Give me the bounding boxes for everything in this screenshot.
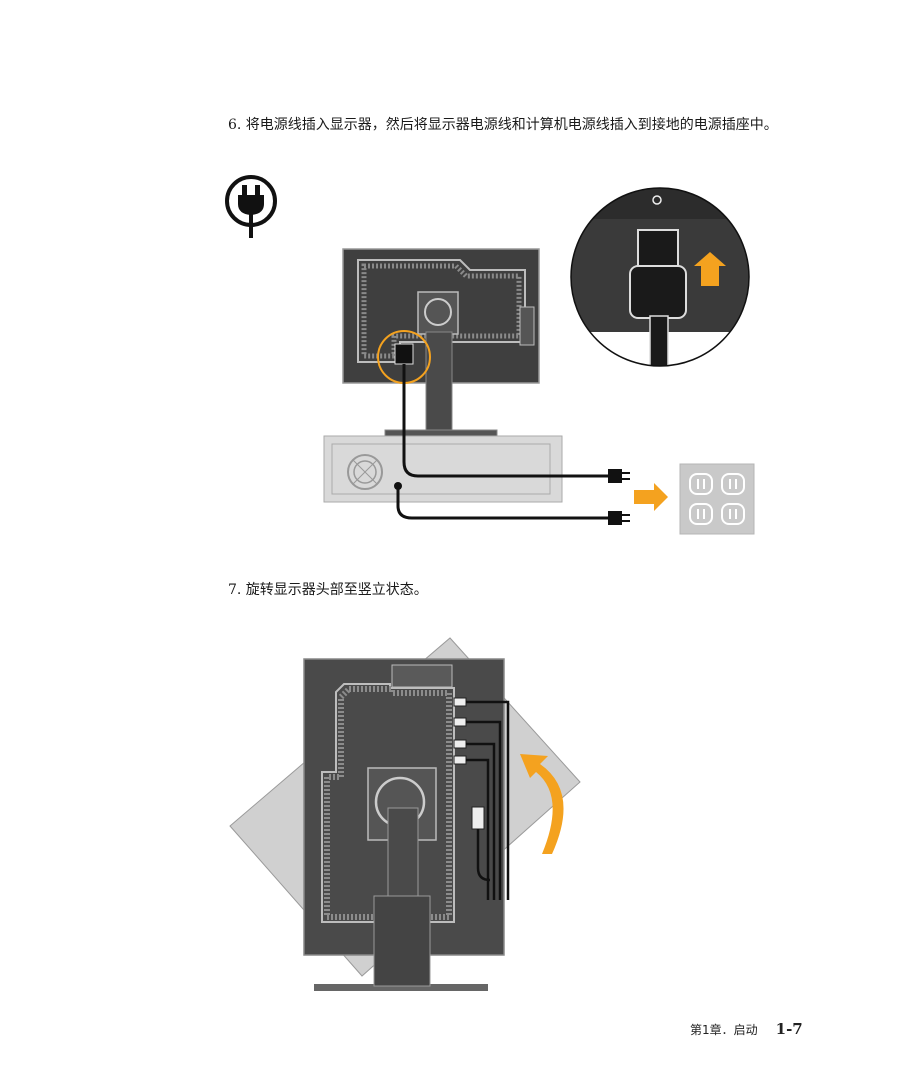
monitor-rotation-figure bbox=[222, 632, 592, 994]
monitor-back bbox=[342, 248, 540, 439]
page-number: 1-7 bbox=[775, 1020, 803, 1038]
rotate-arrow-icon bbox=[520, 754, 564, 854]
step-7-instruction: 7. 旋转显示器头部至竖立状态。 bbox=[228, 582, 428, 598]
page-footer: 第1章．启动 1-7 bbox=[690, 1020, 803, 1038]
power-connection-figure bbox=[220, 172, 760, 542]
footer-chapter: 第1章．启动 bbox=[690, 1023, 758, 1037]
power-plug-icon bbox=[225, 175, 277, 238]
up-arrow-icon bbox=[694, 252, 726, 286]
computer-box bbox=[323, 435, 563, 503]
monitor-portrait bbox=[303, 658, 510, 987]
step-6-instruction: 6. 将电源线插入显示器，然后将显示器电源线和计算机电源线插入到接地的电源插座中… bbox=[228, 117, 778, 133]
right-arrow-icon bbox=[634, 483, 668, 511]
connector-detail-zoom bbox=[570, 187, 750, 367]
wall-outlet bbox=[679, 463, 755, 535]
